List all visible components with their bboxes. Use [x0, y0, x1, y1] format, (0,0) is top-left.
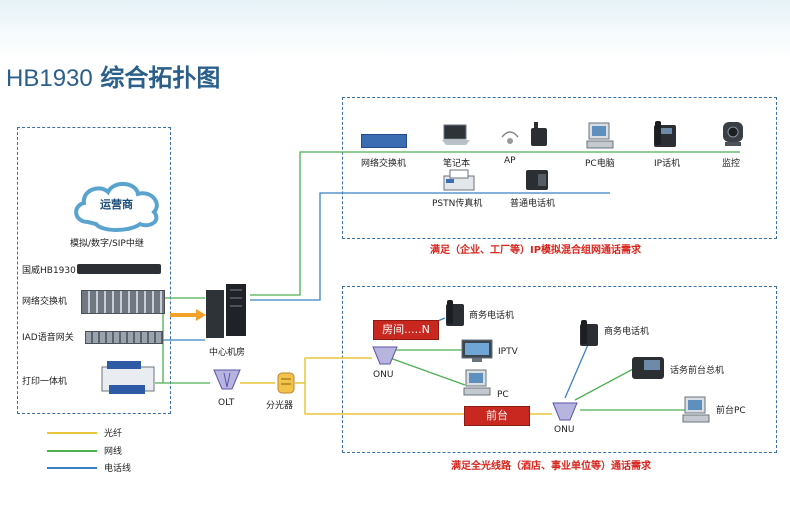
top-switch-label: 网络交换机	[361, 159, 407, 169]
trunk-label: 模拟/数字/SIP中继	[70, 239, 144, 249]
ap-label: AP	[504, 156, 516, 166]
onu2-to-bizphone-cable	[564, 339, 591, 399]
legend-phone-label: 电话线	[104, 464, 132, 474]
legend-network-label: 网线	[104, 447, 123, 457]
front-pc-label: 前台PC	[716, 406, 746, 416]
core-to-fax-cable	[250, 192, 610, 301]
printer-icon	[101, 361, 155, 394]
title-latin: HB1930	[6, 65, 93, 92]
iad-gateway-icon	[85, 331, 163, 344]
carrier-label: 运营商	[100, 198, 133, 211]
pc-label: PC电脑	[585, 159, 615, 169]
olt-icon	[213, 369, 241, 390]
onu-2-icon	[552, 402, 578, 421]
network-cables	[155, 151, 740, 411]
server-rack-icon	[206, 284, 246, 338]
biz-phone-1-icon	[446, 300, 464, 326]
front-pc-icon	[682, 396, 710, 423]
page-title: HB1930 综合拓扑图	[6, 58, 220, 93]
ip-phone-label: IP话机	[654, 159, 681, 169]
olt-label: OLT	[218, 398, 235, 408]
fax-label: PSTN传真机	[432, 199, 483, 209]
legend-phone-line	[47, 467, 97, 469]
biz-phone-2-label: 商务电话机	[604, 327, 650, 337]
top-region	[342, 97, 777, 239]
network-switch-icon	[81, 290, 165, 314]
bottom-pc-icon	[463, 369, 491, 396]
iptv-icon	[461, 339, 493, 362]
camera-icon	[723, 122, 743, 146]
switch-label: 网络交换机	[22, 297, 68, 307]
room-label: 中心机房	[209, 348, 246, 358]
core-to-top-switch-cable	[250, 151, 740, 296]
phone-icon	[526, 170, 548, 190]
bottom-region	[342, 286, 777, 453]
ip-phone-small-icon	[531, 122, 547, 146]
onu1-to-pc-cable	[389, 357, 466, 386]
legend-fiber-label: 光纤	[104, 429, 123, 439]
monitor-label: 监控	[722, 159, 741, 169]
onu-1-icon	[372, 346, 398, 365]
hb1930-label: 国威HB1930	[22, 266, 76, 276]
iptv-label: IPTV	[498, 347, 518, 357]
splitter-to-onu1-fiber	[295, 357, 372, 384]
splitter-label: 分光器	[266, 401, 294, 411]
laptop-label: 笔记本	[443, 159, 471, 169]
laptop-icon	[442, 124, 470, 145]
title-cjk: 综合拓扑图	[100, 64, 221, 92]
front-desk-tag: 前台	[464, 406, 530, 426]
legend-fiber-line	[47, 432, 97, 434]
iad-label: IAD语音网关	[22, 333, 74, 343]
top-switch-icon	[361, 134, 407, 148]
onu2-to-console-cable	[574, 367, 636, 401]
pc-icon	[586, 122, 614, 149]
ip-phone-icon	[654, 121, 676, 147]
printer-label: 打印一体机	[22, 377, 68, 387]
phone-label: 普通电话机	[510, 199, 556, 209]
left-region	[17, 127, 171, 414]
biz-phone-1-label: 商务电话机	[469, 311, 515, 321]
biz-phone-2-icon	[580, 320, 598, 346]
ap-icon	[501, 131, 519, 144]
legend-network-line	[47, 450, 97, 452]
splitter-icon	[277, 372, 295, 394]
bottom-caption: 满足全光线路（酒店、事业单位等）通话需求	[451, 461, 651, 472]
cloud-icon	[74, 182, 159, 232]
fax-icon	[443, 169, 475, 191]
onu-1-label: ONU	[373, 370, 394, 380]
top-caption: 满足（企业、工厂等）IP模拟混合组网通话需求	[430, 245, 642, 256]
onu-2-label: ONU	[554, 425, 575, 435]
room-tag: 房间.....N	[373, 320, 439, 340]
console-label: 话务前台总机	[670, 366, 725, 376]
bottom-pc-label: PC	[497, 390, 509, 400]
arrow-icon	[170, 309, 206, 321]
hb1930-device-icon	[77, 264, 161, 274]
console-icon	[632, 357, 664, 379]
